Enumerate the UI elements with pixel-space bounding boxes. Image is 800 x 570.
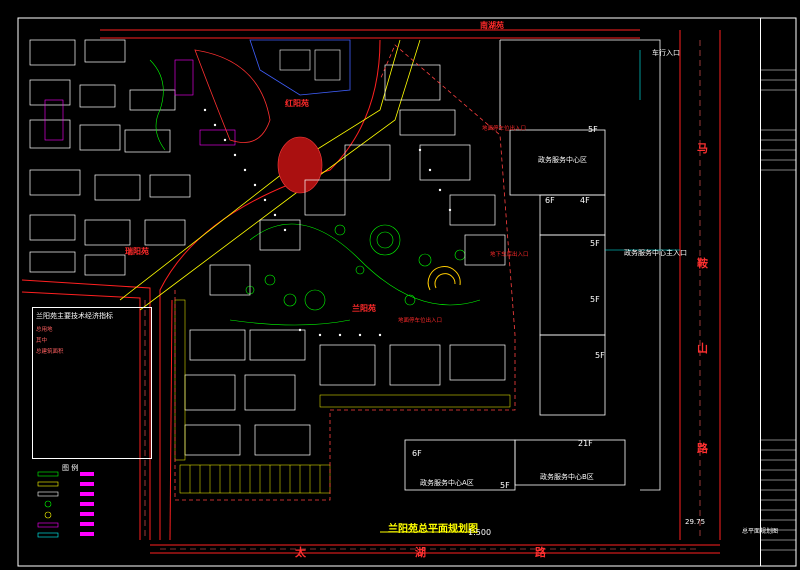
tech-index-title: 兰阳苑主要技术经济指标 (36, 312, 113, 320)
parking-entrance-label: 地面停车位出入口 (482, 126, 527, 132)
road-char-2: 鞍 (697, 257, 708, 270)
gov-buildings (404, 39, 661, 491)
tech-index-row (36, 391, 148, 402)
hongyang-park (149, 49, 323, 194)
top-building-inner (279, 49, 341, 81)
vehicle-entrance-label: 车行入口 (652, 49, 680, 57)
zone-label-hongyang: 红阳苑 (285, 99, 309, 108)
tech-index-key: 其中 (36, 338, 48, 344)
top-building (249, 39, 351, 96)
tech-index-table (32, 307, 152, 459)
gov-center-a-label: 政务服务中心A区 (420, 479, 474, 487)
floor-label: 5F (590, 239, 600, 248)
tech-index-row (36, 380, 148, 391)
tech-index-row (36, 435, 148, 446)
road-label-top: 南湖苑 (480, 21, 504, 30)
title-block-lines (760, 69, 796, 551)
site-boundary (174, 44, 516, 501)
amphitheater (427, 266, 461, 291)
left-blocks (29, 39, 191, 276)
floor-label: 5F (500, 481, 510, 490)
diagonal-avenue (119, 39, 421, 311)
road-lines (21, 29, 721, 554)
floor-label: 5F (590, 295, 600, 304)
road-char-4: 路 (697, 442, 708, 455)
zone-label-ruiyang: 瑞阳苑 (125, 247, 149, 256)
tech-index-key: 总建筑面积 (36, 349, 64, 355)
floor-label: 4F (580, 196, 590, 205)
tech-index-row (36, 358, 148, 369)
parking-entrance-label: 地面停车位出入口 (398, 318, 443, 324)
left-parking (44, 59, 236, 146)
gov-center-b-label: 政务服务中心B区 (540, 473, 594, 481)
tech-index-key: 总用地 (36, 327, 53, 333)
road-char-bottom-1: 太 (295, 546, 306, 559)
road-char-bottom-2: 湖 (415, 546, 426, 559)
tech-index-row (36, 402, 148, 413)
tech-index-row (36, 424, 148, 435)
road-char-bottom-3: 路 (535, 546, 546, 559)
tech-index-row (36, 369, 148, 380)
gov-main-entrance-label: 政务服务中心主入口 (624, 249, 687, 257)
lanyang-blocks (184, 64, 506, 456)
floor-label: 6F (545, 196, 555, 205)
road-char-1: 马 (697, 142, 708, 155)
landscape (229, 223, 481, 326)
zone-label-lanyang: 兰阳苑 (352, 304, 376, 313)
floor-label: 5F (595, 351, 605, 360)
floor-label: 6F (412, 449, 422, 458)
road-centerline (144, 40, 701, 550)
title-block (760, 18, 797, 566)
tech-index-row (36, 446, 148, 457)
drawing-frame (17, 17, 797, 567)
legend-key-title: 图 例 (62, 464, 79, 472)
floor-label: 5F (588, 125, 598, 134)
parking-rows (174, 299, 511, 494)
gov-entry (605, 50, 680, 251)
garage-entrance-label: 地下车库出入口 (490, 252, 529, 258)
drawing-scale: 1:500 (468, 528, 492, 537)
drawing-title: 兰阳苑总平面规划图 (388, 524, 478, 535)
road-char-3: 山 (697, 342, 708, 355)
tech-index-row (36, 413, 148, 424)
elevation-label: 29.75 (685, 518, 706, 526)
legend-swatches (37, 471, 94, 538)
tech-index-row: 其中 (36, 336, 148, 347)
title-block-sheet-name: 总平面规划图 (742, 528, 779, 535)
floor-label: 21F (578, 439, 593, 448)
tech-index-row: 总用地 (36, 325, 148, 336)
tech-index-row: 总建筑面积 (36, 347, 148, 358)
tree-dots (203, 108, 452, 337)
gov-center-label: 政务服务中心区 (538, 156, 587, 164)
